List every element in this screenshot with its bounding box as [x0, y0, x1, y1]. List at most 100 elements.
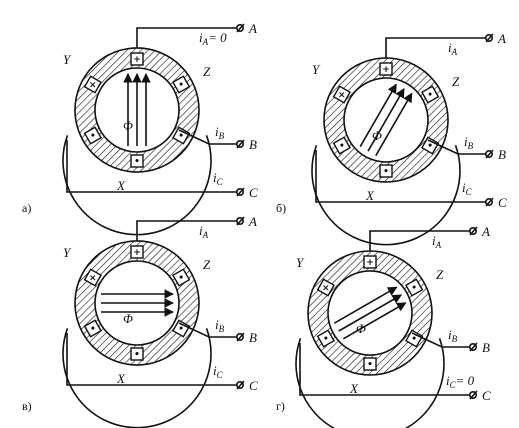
current-direction-mark: • [367, 360, 373, 370]
slot-conductor [332, 85, 351, 104]
terminal-label-b: B [482, 340, 490, 355]
current-label-c: iC [462, 180, 473, 197]
terminal-label-c: C [498, 195, 507, 210]
current-label-b: iB [215, 124, 225, 141]
panel-label: б) [276, 201, 286, 215]
stator-ring [74, 240, 200, 366]
terminal-label-a: A [481, 224, 490, 239]
current-direction-mark: • [339, 142, 345, 152]
current-label-b: iB [464, 134, 474, 151]
stator-ring [323, 57, 449, 183]
phase-label-z: Z [436, 267, 444, 282]
current-direction-mark: • [178, 132, 184, 142]
current-label-c: iC= 0 [446, 373, 475, 390]
panel-label: г) [276, 399, 285, 413]
phase-label-y: Y [63, 245, 72, 260]
terminal-label-c: C [249, 378, 258, 393]
terminal-slash [469, 226, 478, 236]
flux-line [342, 302, 407, 340]
slot-conductor [83, 75, 102, 94]
lead-c [299, 343, 470, 396]
slot-conductor [172, 75, 191, 94]
flux-label: Φ [372, 128, 382, 143]
slot-conductor [83, 268, 102, 287]
terminal-label-b: B [249, 330, 257, 345]
current-direction-mark: • [178, 81, 184, 91]
slot-conductor [130, 347, 144, 361]
current-label-c: iC [213, 170, 224, 187]
lead-a [136, 27, 237, 48]
current-direction-mark: × [89, 81, 97, 91]
current-direction-mark: + [133, 248, 141, 258]
flux-label: Φ [356, 321, 366, 336]
flux-line [367, 87, 405, 152]
terminal-label-c: C [482, 388, 491, 403]
terminal-slash [469, 390, 478, 400]
current-label-b: iB [448, 327, 458, 344]
phase-label-z: Z [203, 64, 211, 79]
lead-b [178, 129, 237, 145]
phase-label-x: X [116, 371, 126, 386]
slot-conductor [363, 255, 377, 269]
terminal-slash [469, 342, 478, 352]
terminal-slash [485, 197, 494, 207]
current-direction-mark: • [427, 142, 433, 152]
flux-label: Φ [123, 311, 133, 326]
terminal-label-c: C [249, 185, 258, 200]
terminal-slash [485, 33, 494, 43]
outer-arc [311, 145, 461, 246]
current-direction-mark: × [322, 284, 330, 294]
current-direction-mark: • [178, 325, 184, 335]
current-direction-mark: • [90, 325, 96, 335]
flux-line [333, 286, 398, 324]
outer-arc [62, 135, 212, 236]
lead-c [66, 140, 237, 193]
slot-conductor [172, 268, 191, 287]
stator-ring [74, 47, 200, 173]
terminal-slash [485, 149, 494, 159]
current-label-a: iA [432, 233, 442, 250]
panel-label: в) [22, 399, 32, 413]
slot-conductor [172, 126, 191, 145]
phase-label-z: Z [203, 257, 211, 272]
terminal-slash [236, 187, 245, 197]
current-direction-mark: × [89, 274, 97, 284]
slot-conductor [316, 278, 335, 297]
current-direction-mark: • [323, 335, 329, 345]
current-direction-mark: • [411, 284, 417, 294]
lead-c [315, 150, 486, 203]
lead-a [385, 37, 486, 58]
current-label-a: iA= 0 [199, 30, 227, 47]
phase-label-x: X [349, 381, 359, 396]
lead-b [178, 322, 237, 338]
slot-conductor [379, 164, 393, 178]
outer-arc [295, 338, 445, 428]
slot-conductor [316, 329, 335, 348]
lead-b [411, 332, 470, 348]
current-direction-mark: • [411, 335, 417, 345]
current-label-a: iA [448, 40, 458, 57]
current-label-a: iA [199, 223, 209, 240]
phase-label-z: Z [452, 74, 460, 89]
panel-label: а) [22, 201, 31, 215]
slot-conductor [130, 52, 144, 66]
phase-label-y: Y [312, 62, 321, 77]
panel-4: + × • • • • Φ Y Z X A B CiA iB iC= 0 г) [276, 224, 491, 428]
lead-a [136, 220, 237, 241]
current-direction-mark: + [366, 258, 374, 268]
slot-conductor [379, 62, 393, 76]
terminal-slash [236, 23, 245, 33]
current-direction-mark: • [134, 157, 140, 167]
flux-line [359, 83, 397, 148]
current-direction-mark: × [338, 91, 346, 101]
flux-label: Φ [123, 118, 133, 133]
lead-c [66, 333, 237, 386]
slot-conductor [405, 329, 424, 348]
slot-conductor [421, 136, 440, 155]
slot-conductor [421, 85, 440, 104]
phase-label-y: Y [296, 255, 305, 270]
terminal-label-a: A [248, 21, 257, 36]
